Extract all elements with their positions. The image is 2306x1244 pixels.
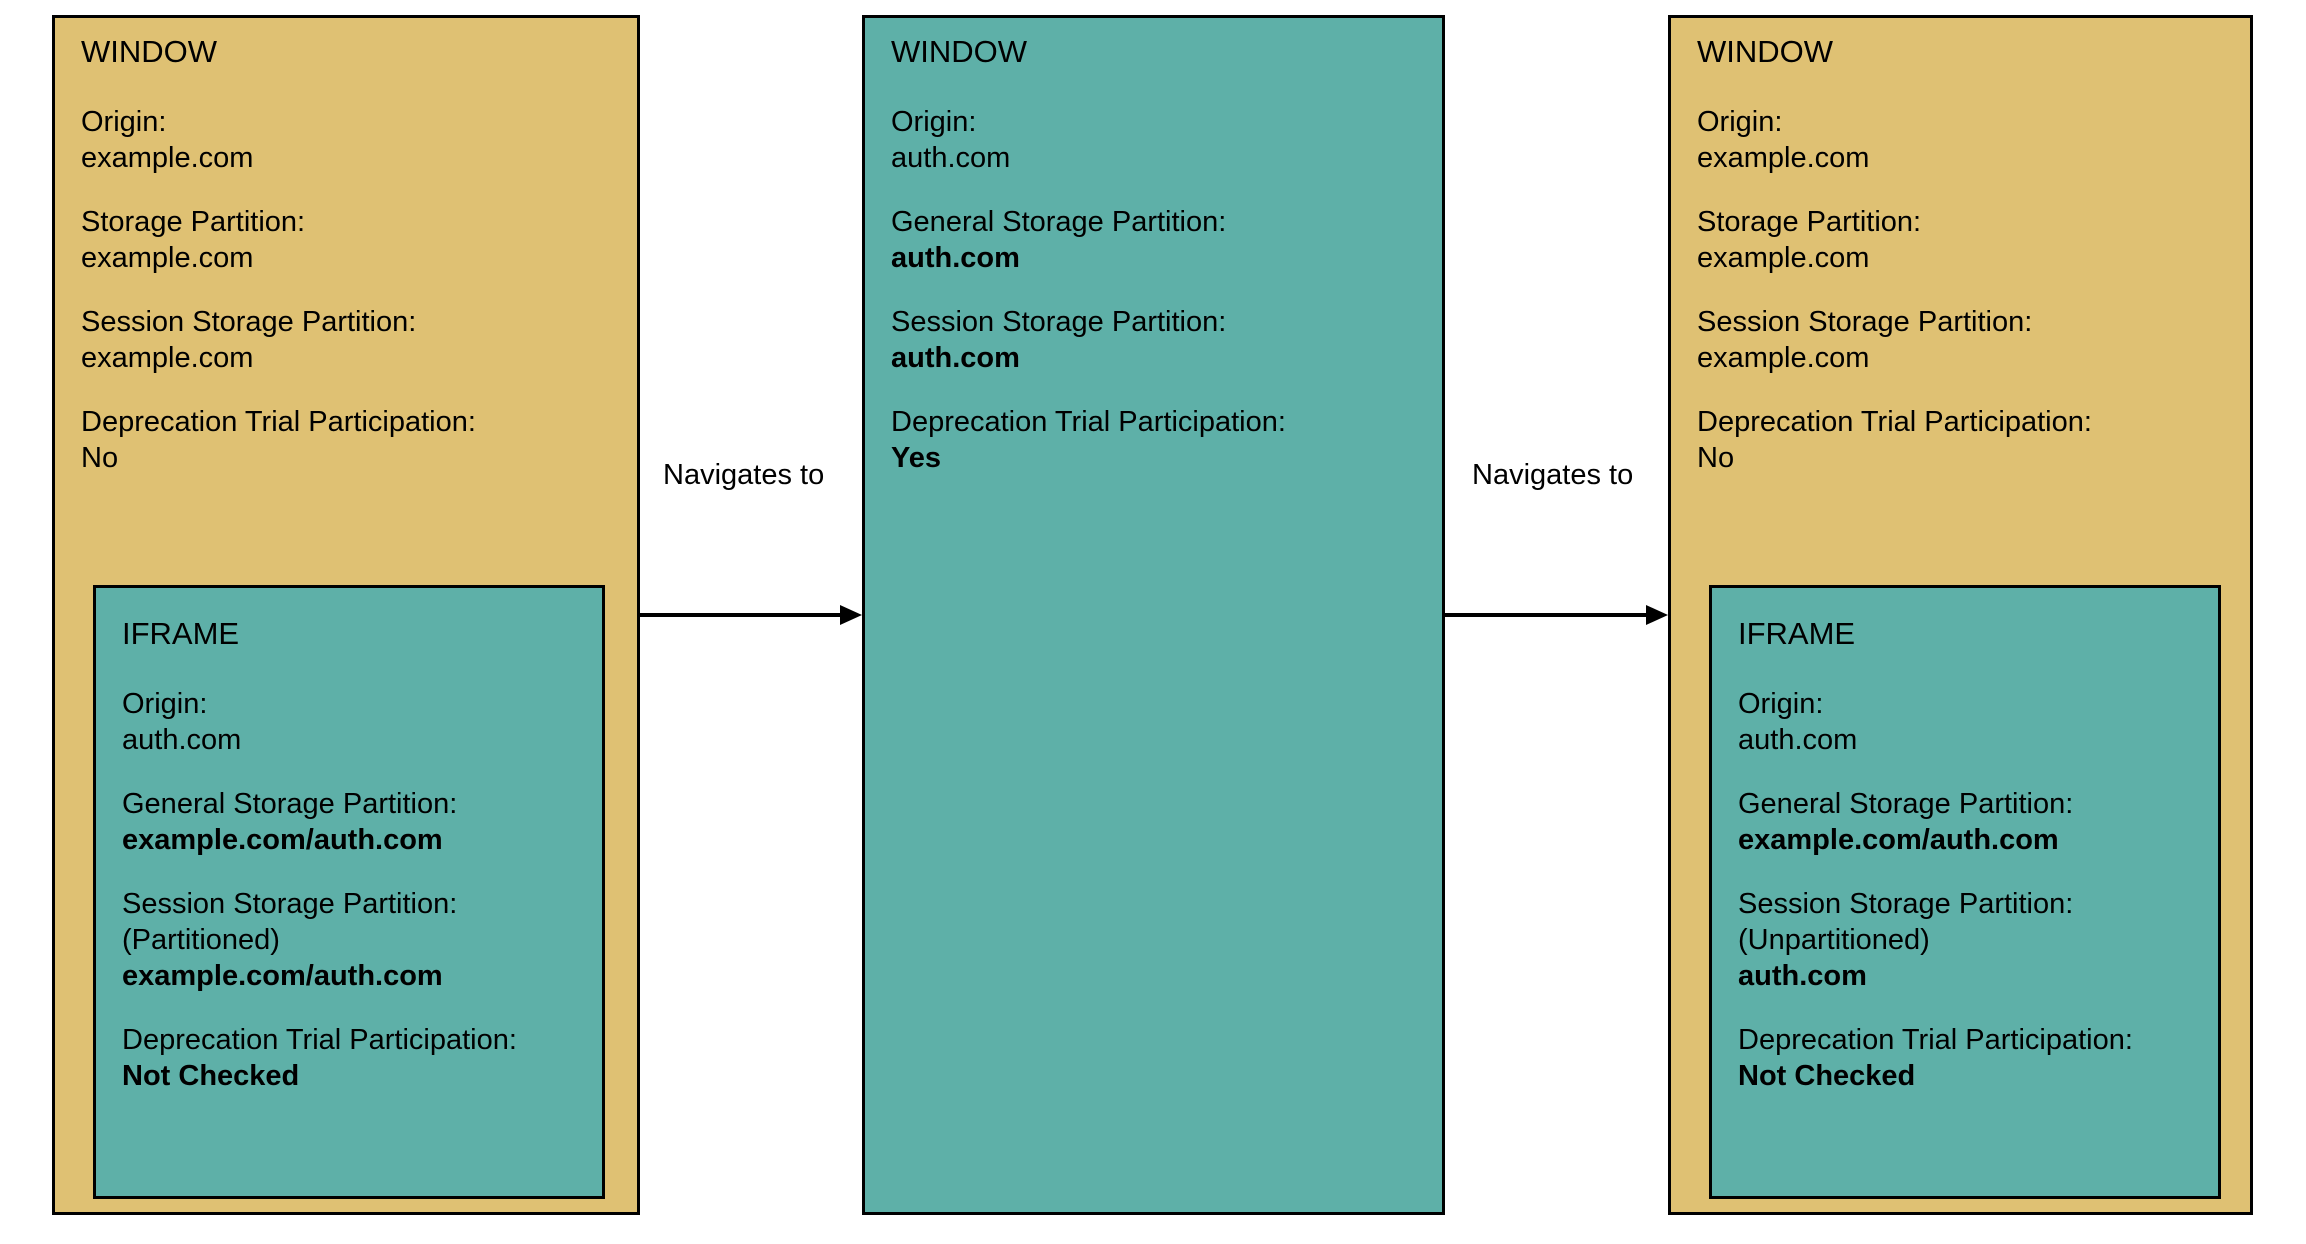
field-sublabel: (Unpartitioned) (1738, 924, 1930, 956)
iframe-box-3: IFRAME Origin: auth.com General Storage … (1709, 585, 2221, 1199)
field-list: Origin: auth.com General Storage Partiti… (122, 686, 592, 1094)
field-list: Origin: example.com Storage Partition: e… (1697, 104, 2227, 476)
field-label: Session Storage Partition: (81, 306, 417, 338)
field-session-storage-partition: Session Storage Partition: (Unpartitione… (1738, 886, 2208, 994)
field-label: Origin: (81, 106, 167, 138)
field-list: Origin: auth.com General Storage Partiti… (891, 104, 1421, 476)
field-list: Origin: example.com Storage Partition: e… (81, 104, 611, 476)
field-label: Origin: (122, 688, 208, 720)
field-value: auth.com (891, 342, 1020, 374)
field-origin: Origin: auth.com (1738, 686, 2208, 758)
field-value: example.com (1697, 342, 1870, 374)
field-session-storage-partition: Session Storage Partition: auth.com (891, 304, 1421, 376)
panel-title: WINDOW (81, 34, 218, 69)
window-panel-3: WINDOW Origin: example.com Storage Parti… (1668, 15, 2253, 1215)
field-label: Deprecation Trial Participation: (891, 406, 1286, 438)
field-label: Origin: (891, 106, 977, 138)
field-value: auth.com (1738, 960, 1867, 992)
field-value: example.com (1697, 242, 1870, 274)
field-sublabel: (Partitioned) (122, 924, 280, 956)
field-origin: Origin: example.com (81, 104, 611, 176)
field-deprecation-trial-participation: Deprecation Trial Participation: No (81, 404, 611, 476)
field-storage-partition: Storage Partition: example.com (1697, 204, 2227, 276)
field-label: Deprecation Trial Participation: (122, 1024, 517, 1056)
field-deprecation-trial-participation: Deprecation Trial Participation: No (1697, 404, 2227, 476)
field-label: Session Storage Partition: (1697, 306, 2033, 338)
field-origin: Origin: example.com (1697, 104, 2227, 176)
panel-title: WINDOW (891, 34, 1028, 69)
iframe-box-1: IFRAME Origin: auth.com General Storage … (93, 585, 605, 1199)
field-label: Storage Partition: (1697, 206, 1922, 238)
field-general-storage-partition: General Storage Partition: example.com/a… (122, 786, 592, 858)
arrow-head (1646, 605, 1668, 625)
arrow-shaft (640, 613, 842, 617)
arrow-navigates-to-2-icon (1445, 603, 1668, 627)
arrow-shaft (1445, 613, 1648, 617)
window-panel-1: WINDOW Origin: example.com Storage Parti… (52, 15, 640, 1215)
field-label: Deprecation Trial Participation: (1697, 406, 2092, 438)
field-label: Session Storage Partition: (891, 306, 1227, 338)
field-label: Session Storage Partition: (122, 888, 458, 920)
iframe-title: IFRAME (1738, 616, 1856, 651)
field-session-storage-partition: Session Storage Partition: example.com (1697, 304, 2227, 376)
field-label: Deprecation Trial Participation: (81, 406, 476, 438)
field-label: Storage Partition: (81, 206, 306, 238)
field-label: Origin: (1738, 688, 1824, 720)
field-general-storage-partition: General Storage Partition: example.com/a… (1738, 786, 2208, 858)
arrow-head (840, 605, 862, 625)
field-value: example.com (81, 342, 254, 374)
arrow-navigates-to-1-icon (640, 603, 862, 627)
field-origin: Origin: auth.com (891, 104, 1421, 176)
field-label: General Storage Partition: (891, 206, 1227, 238)
window-panel-2: WINDOW Origin: auth.com General Storage … (862, 15, 1445, 1215)
arrow-label-navigates-to-2: Navigates to (1472, 459, 1634, 491)
field-session-storage-partition: Session Storage Partition: example.com (81, 304, 611, 376)
field-value: example.com (81, 142, 254, 174)
field-storage-partition: Storage Partition: example.com (81, 204, 611, 276)
field-list: Origin: auth.com General Storage Partiti… (1738, 686, 2208, 1094)
field-value: example.com (81, 242, 254, 274)
field-label: General Storage Partition: (1738, 788, 2074, 820)
field-value: No (1697, 442, 1735, 474)
field-value: example.com/auth.com (122, 960, 443, 992)
field-value: Yes (891, 442, 941, 474)
field-value: example.com (1697, 142, 1870, 174)
field-value: auth.com (891, 242, 1020, 274)
field-value: example.com/auth.com (122, 824, 443, 856)
field-label: Session Storage Partition: (1738, 888, 2074, 920)
field-session-storage-partition: Session Storage Partition: (Partitioned)… (122, 886, 592, 994)
field-value: auth.com (891, 142, 1011, 174)
field-value: No (81, 442, 119, 474)
field-value: Not Checked (1738, 1060, 1916, 1092)
field-origin: Origin: auth.com (122, 686, 592, 758)
arrow-label-navigates-to-1: Navigates to (663, 459, 825, 491)
field-label: Origin: (1697, 106, 1783, 138)
iframe-title: IFRAME (122, 616, 240, 651)
field-value: Not Checked (122, 1060, 300, 1092)
field-value: example.com/auth.com (1738, 824, 2059, 856)
field-label: Deprecation Trial Participation: (1738, 1024, 2133, 1056)
field-general-storage-partition: General Storage Partition: auth.com (891, 204, 1421, 276)
field-deprecation-trial-participation: Deprecation Trial Participation: Yes (891, 404, 1421, 476)
field-deprecation-trial-participation: Deprecation Trial Participation: Not Che… (122, 1022, 592, 1094)
field-value: auth.com (122, 724, 242, 756)
field-value: auth.com (1738, 724, 1858, 756)
field-label: General Storage Partition: (122, 788, 458, 820)
field-deprecation-trial-participation: Deprecation Trial Participation: Not Che… (1738, 1022, 2208, 1094)
panel-title: WINDOW (1697, 34, 1834, 69)
